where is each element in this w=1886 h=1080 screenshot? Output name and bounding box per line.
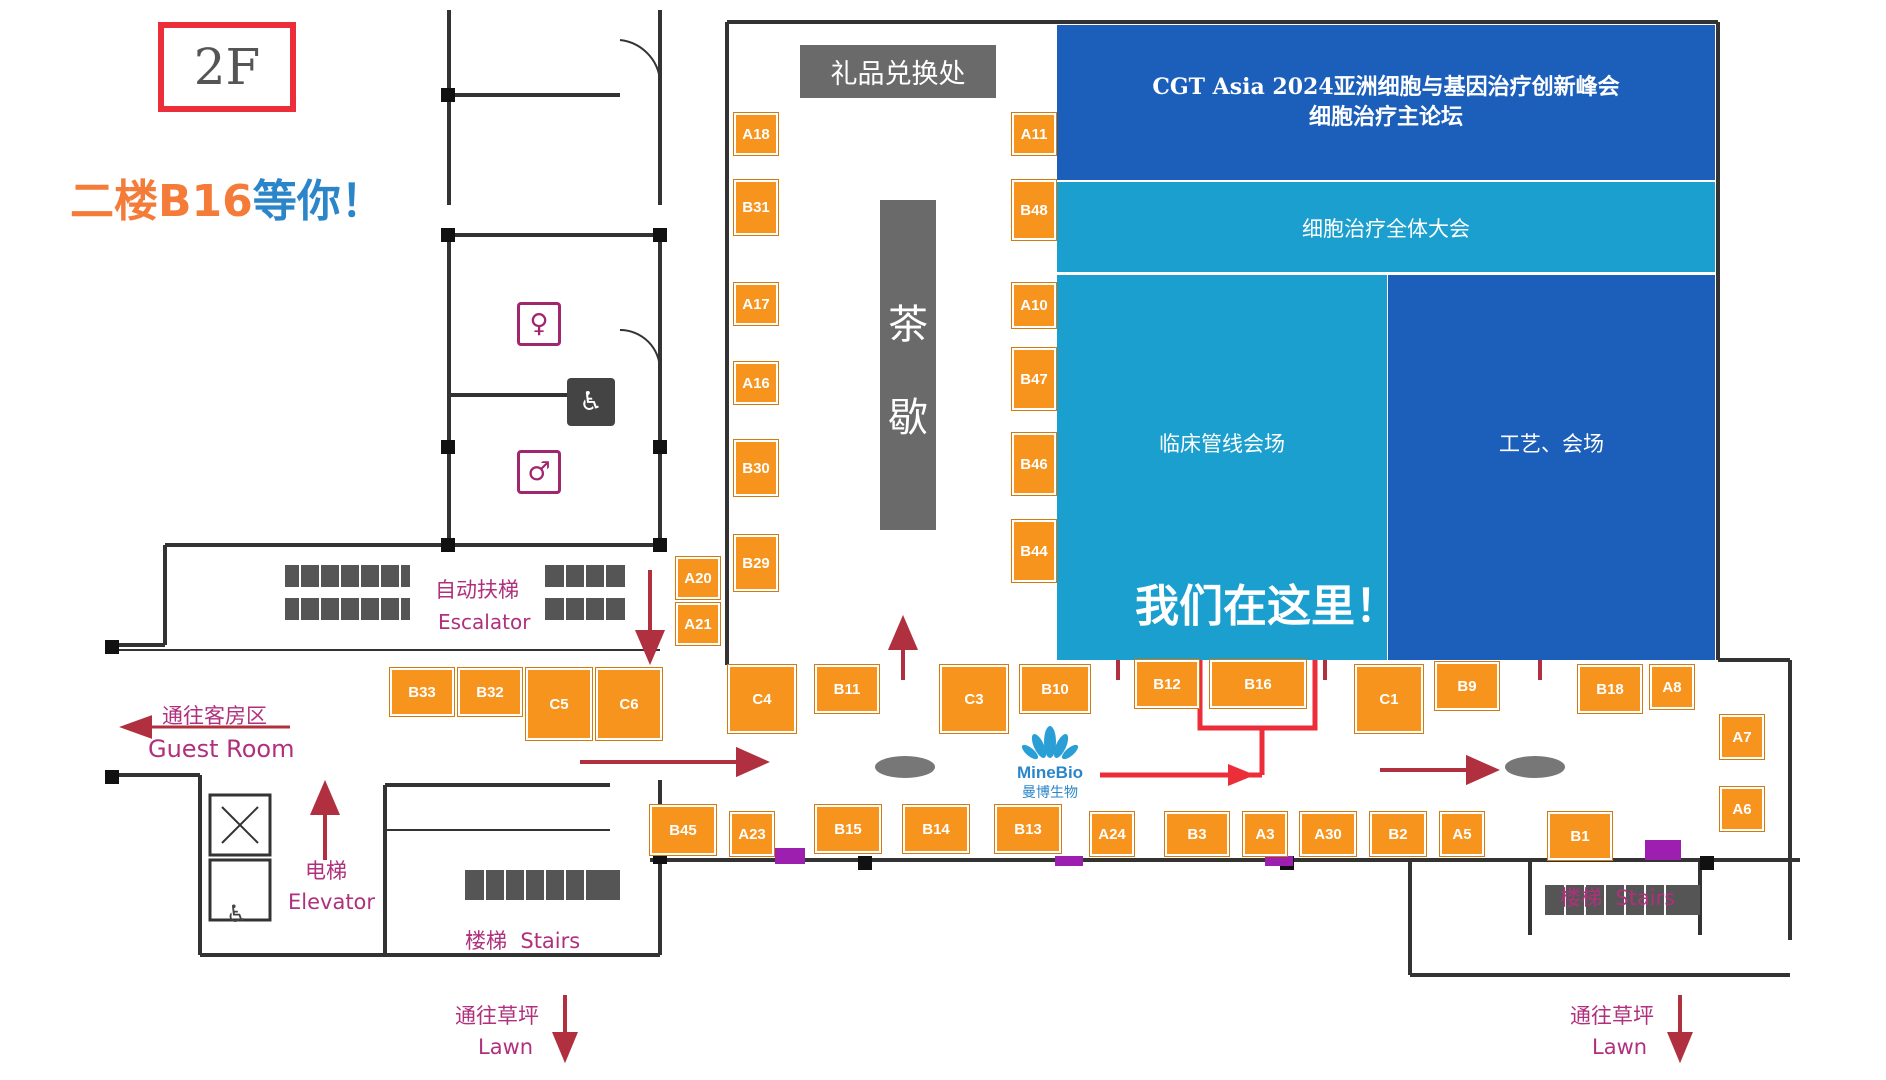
- gift-counter-sign: 礼品兑换处: [800, 45, 996, 98]
- process-label: 工艺、会场: [1499, 431, 1604, 456]
- booth-B3[interactable]: B3: [1165, 812, 1229, 856]
- stairs-right-label: 楼梯 Stairs: [1560, 882, 1675, 912]
- stairs-left-en: Stairs: [520, 929, 581, 953]
- booth-A20[interactable]: A20: [676, 557, 720, 599]
- pillar-oval-right: [1505, 756, 1565, 778]
- booth-B32[interactable]: B32: [458, 668, 522, 716]
- female-restroom-icon: ♀: [517, 302, 561, 346]
- booth-A18[interactable]: A18: [734, 113, 778, 155]
- headline: 二楼B16等你！: [70, 165, 385, 229]
- clinical-label: 临床管线会场: [1159, 431, 1285, 456]
- floor-label: 2F: [158, 22, 296, 112]
- clinical-room: [1057, 275, 1387, 660]
- tea-break-area: [880, 200, 936, 530]
- main-forum-title: CGT Asia 2024亚洲细胞与基因治疗创新峰会: [1152, 74, 1620, 100]
- minebio-logo-en: MineBio: [1016, 763, 1084, 782]
- booth-B33[interactable]: B33: [390, 668, 454, 716]
- booth-B29[interactable]: B29: [734, 535, 778, 591]
- booth-A30[interactable]: A30: [1300, 812, 1356, 856]
- stairs-left-cn: 楼梯: [465, 929, 507, 953]
- booth-A24[interactable]: A24: [1090, 812, 1134, 856]
- booth-A17[interactable]: A17: [734, 283, 778, 325]
- booth-B1[interactable]: B1: [1548, 812, 1612, 860]
- we-are-here-callout: 我们在这里！: [1135, 581, 1399, 632]
- male-restroom-icon: ♂: [517, 450, 561, 494]
- booth-B11[interactable]: B11: [815, 665, 879, 713]
- booth-B16[interactable]: B16: [1210, 660, 1306, 708]
- stairs-right-cn: 楼梯: [1560, 886, 1602, 910]
- booth-B13[interactable]: B13: [995, 805, 1061, 853]
- booth-A11[interactable]: A11: [1012, 113, 1056, 155]
- headline-part1: 二楼B16: [70, 176, 253, 227]
- guest-room-label-cn: 通往客房区: [162, 704, 267, 728]
- booth-A8[interactable]: A8: [1650, 665, 1694, 709]
- booth-C5[interactable]: C5: [526, 668, 592, 740]
- lawn-right-label-en: Lawn: [1592, 1035, 1648, 1059]
- booth-A7[interactable]: A7: [1720, 715, 1764, 759]
- escalator-label-cn: 自动扶梯: [435, 578, 519, 602]
- stairs-right-en: Stairs: [1615, 886, 1676, 910]
- accessible-restroom-icon: ♿: [567, 378, 615, 426]
- lawn-right-label-cn: 通往草坪: [1570, 1004, 1654, 1028]
- booth-B2[interactable]: B2: [1370, 812, 1426, 856]
- main-forum-room: [1057, 25, 1715, 180]
- booth-A16[interactable]: A16: [734, 362, 778, 404]
- booth-B45[interactable]: B45: [650, 805, 716, 855]
- booth-B30[interactable]: B30: [734, 440, 778, 496]
- guest-room-label-en: Guest Room: [148, 735, 295, 763]
- booth-B9[interactable]: B9: [1435, 662, 1499, 710]
- elevator-label-en: Elevator: [288, 890, 376, 914]
- plenary-label: 细胞治疗全体大会: [1302, 216, 1470, 241]
- booth-B46[interactable]: B46: [1012, 433, 1056, 495]
- process-room: [1388, 275, 1715, 660]
- booth-B14[interactable]: B14: [903, 805, 969, 853]
- wheelchair-icon: ♿: [226, 900, 248, 928]
- pillar-oval-left: [875, 756, 935, 778]
- booth-C3[interactable]: C3: [940, 665, 1008, 733]
- plenary-room: [1057, 182, 1715, 272]
- booth-C4[interactable]: C4: [728, 665, 796, 733]
- escalator-label-en: Escalator: [438, 610, 531, 634]
- booth-A10[interactable]: A10: [1012, 283, 1056, 328]
- headline-part2: 等你！: [252, 176, 385, 227]
- booth-A6[interactable]: A6: [1720, 787, 1764, 831]
- minebio-logo-icon: [1021, 726, 1079, 760]
- booth-B44[interactable]: B44: [1012, 520, 1056, 582]
- elevator-label-cn: 电梯: [305, 859, 347, 883]
- booth-A21[interactable]: A21: [676, 603, 720, 645]
- tea-break-char-2: 歇: [888, 395, 928, 441]
- lawn-left-label-en: Lawn: [478, 1035, 534, 1059]
- minebio-logo-cn: 曼博生物: [1022, 785, 1078, 801]
- booth-A5[interactable]: A5: [1440, 812, 1484, 856]
- booth-C6[interactable]: C6: [596, 668, 662, 740]
- booth-B18[interactable]: B18: [1578, 665, 1642, 713]
- booth-C1[interactable]: C1: [1355, 665, 1423, 733]
- tea-break-char-1: 茶: [888, 302, 928, 348]
- booth-A3[interactable]: A3: [1243, 812, 1287, 856]
- booth-B12[interactable]: B12: [1135, 660, 1199, 708]
- main-forum-subtitle: 细胞治疗主论坛: [1308, 104, 1463, 130]
- booth-B31[interactable]: B31: [734, 180, 778, 235]
- stairs-left-label: 楼梯 Stairs: [465, 925, 580, 955]
- booth-B48[interactable]: B48: [1012, 180, 1056, 240]
- booth-B10[interactable]: B10: [1020, 665, 1090, 713]
- booth-B15[interactable]: B15: [815, 805, 881, 853]
- booth-A23[interactable]: A23: [730, 812, 774, 856]
- lawn-left-label-cn: 通往草坪: [455, 1004, 539, 1028]
- booth-B47[interactable]: B47: [1012, 348, 1056, 410]
